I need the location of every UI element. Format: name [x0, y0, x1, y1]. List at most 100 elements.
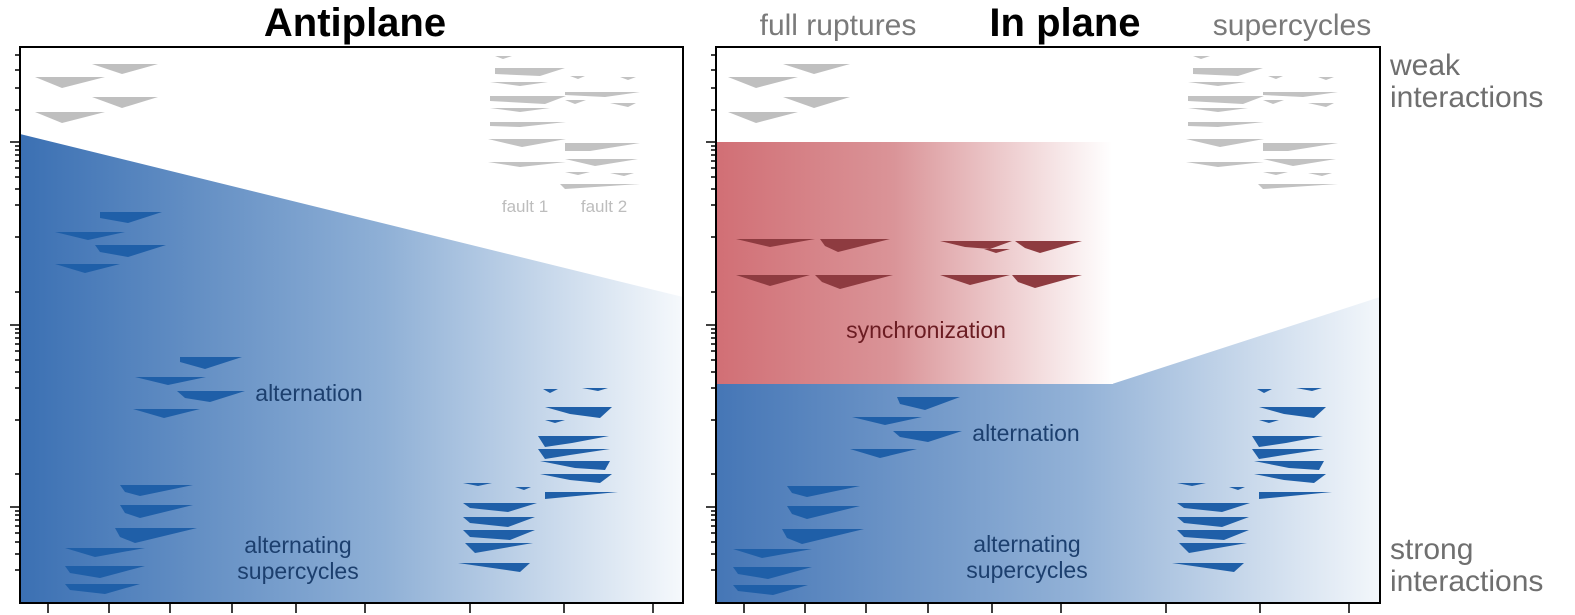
event-wedge — [1263, 143, 1338, 151]
event-wedge — [1186, 139, 1264, 147]
strong-interactions-label: interactions — [1390, 565, 1543, 598]
event-wedge — [1179, 543, 1247, 553]
event-wedge — [897, 397, 960, 410]
event-wedge — [490, 108, 550, 112]
event-wedge — [1177, 530, 1249, 540]
event-wedge — [463, 483, 492, 486]
full-rupture-events — [728, 64, 850, 123]
event-wedge — [95, 245, 166, 257]
alternating-supercycle-events — [65, 485, 197, 594]
event-wedge — [787, 486, 860, 497]
alternating-supercycle-events — [733, 486, 864, 595]
synchronization-label: synchronization — [846, 317, 1006, 343]
event-wedge — [815, 275, 893, 289]
event-wedge — [100, 212, 162, 223]
event-wedge — [1268, 76, 1283, 79]
alternating-label: alternating — [973, 531, 1080, 557]
event-wedge — [728, 77, 798, 88]
event-wedge — [543, 389, 558, 393]
event-wedge — [65, 548, 145, 557]
event-wedge — [1188, 108, 1248, 112]
fault-2-label: fault 2 — [581, 197, 627, 216]
event-wedge — [1188, 96, 1264, 104]
event-wedge — [35, 112, 105, 123]
full-rupture-events — [35, 64, 158, 123]
alternation-label: alternation — [972, 420, 1079, 446]
event-wedge — [55, 232, 125, 240]
event-wedge — [65, 566, 145, 578]
event-wedge — [820, 239, 890, 252]
event-wedge — [115, 528, 197, 543]
supercycles-top-label: supercycles — [1213, 9, 1371, 42]
event-wedge — [65, 584, 140, 594]
event-wedge — [1229, 487, 1245, 490]
event-wedge — [180, 357, 242, 369]
event-wedge — [458, 563, 530, 572]
alternation-events — [850, 397, 962, 458]
event-wedge — [733, 549, 812, 558]
event-wedge — [545, 420, 565, 423]
event-wedge — [940, 275, 1010, 285]
supercycles-label: supercycles — [237, 558, 358, 584]
event-wedge — [545, 407, 612, 418]
event-wedge — [787, 506, 860, 519]
event-wedge — [852, 417, 922, 425]
event-wedge — [35, 77, 105, 88]
event-wedge — [1308, 173, 1332, 176]
event-wedge — [1188, 82, 1246, 86]
supercycles-label: supercycles — [966, 557, 1087, 583]
event-wedge — [1177, 503, 1250, 512]
event-wedge — [1015, 241, 1082, 253]
event-wedge — [620, 77, 636, 80]
event-wedge — [582, 388, 608, 391]
event-wedge — [736, 275, 810, 286]
interaction-strength-labels: weak interactions strong interactions — [1389, 49, 1543, 598]
synchronization-region — [716, 142, 1113, 384]
event-wedge — [1263, 159, 1336, 166]
synchronized-events — [736, 239, 1082, 289]
event-wedge — [733, 585, 808, 595]
event-wedge — [120, 485, 193, 496]
event-wedge — [488, 139, 566, 147]
event-wedge — [570, 76, 585, 79]
event-wedge — [1188, 122, 1264, 127]
panel-title-inplane: In plane — [989, 1, 1140, 45]
alternating-supercycle-events-right — [458, 388, 618, 572]
event-wedge — [565, 159, 638, 166]
event-wedge — [540, 461, 610, 470]
event-wedge — [1263, 172, 1288, 175]
event-wedge — [1177, 483, 1206, 486]
event-wedge — [565, 92, 640, 97]
event-wedge — [1254, 474, 1326, 483]
axis-ticks — [10, 54, 654, 613]
event-wedge — [733, 567, 812, 579]
event-wedge — [92, 97, 158, 108]
event-wedge — [565, 143, 640, 151]
event-wedge — [515, 487, 531, 490]
event-wedge — [1012, 275, 1082, 288]
axis-ticks — [706, 54, 1350, 613]
event-wedge — [1177, 517, 1249, 527]
event-wedge — [538, 449, 610, 459]
event-wedge — [465, 543, 533, 553]
full-ruptures-label: full ruptures — [760, 9, 917, 42]
event-wedge — [984, 249, 1010, 253]
event-wedge — [1308, 103, 1334, 107]
event-wedge — [1257, 389, 1272, 393]
event-wedge — [850, 449, 917, 458]
event-wedge — [783, 97, 850, 108]
event-wedge — [1252, 449, 1324, 459]
supercycle-events — [488, 56, 640, 189]
event-wedge — [120, 505, 193, 518]
event-wedge — [495, 68, 565, 76]
event-wedge — [463, 503, 537, 512]
event-wedge — [490, 96, 566, 104]
event-wedge — [565, 172, 590, 175]
event-wedge — [490, 82, 548, 86]
event-wedge — [1172, 563, 1244, 572]
event-wedge — [736, 239, 815, 247]
event-wedge — [133, 409, 200, 418]
event-wedge — [545, 492, 618, 499]
event-wedge — [1263, 100, 1284, 104]
